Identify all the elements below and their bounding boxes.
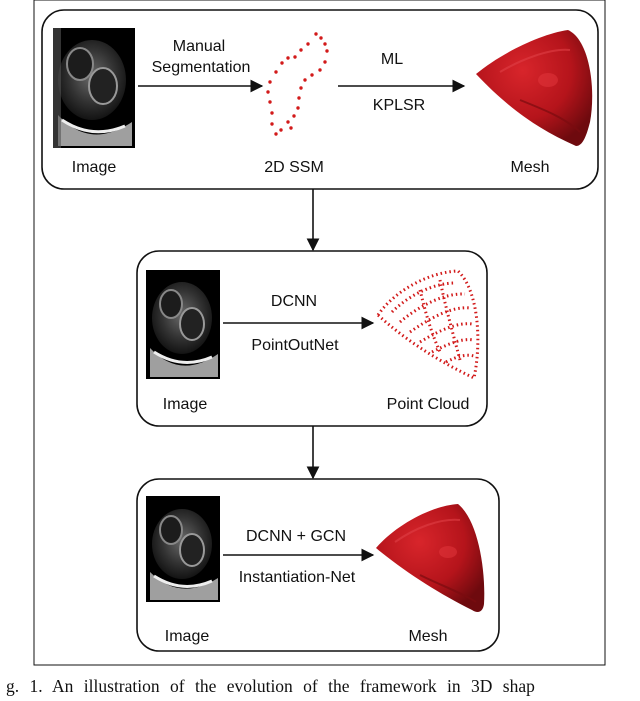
stage2-box [136, 250, 488, 427]
stage3-arrow-top-label: DCNN + GCN [246, 528, 346, 545]
stage1-ssm-points [266, 32, 329, 136]
stage2-image-label: Image [163, 396, 208, 413]
stage3-box [136, 478, 500, 652]
stage2-arrow-bottom-label: PointOutNet [251, 337, 339, 354]
stage2-mri-image [146, 270, 220, 379]
stage1-ssm-label: 2D SSM [264, 159, 324, 176]
stage3-mesh [376, 504, 485, 612]
stage1-arrow1-bottom-label: Segmentation [152, 59, 251, 76]
stage3-output-label: Mesh [408, 628, 447, 645]
stage1-mesh [476, 30, 593, 146]
outer-frame [33, 0, 606, 666]
stage1-image-label: Image [72, 159, 117, 176]
stage1-arrow2-top-label: ML [381, 51, 403, 68]
stage1-arrow1-top-label: Manual [173, 38, 225, 55]
stage1-arrow2-bottom-label: KPLSR [373, 97, 425, 114]
stage3-mri-image [146, 496, 220, 602]
stage2-point-cloud [376, 269, 480, 381]
stage3-image-label: Image [165, 628, 210, 645]
stage2-arrow-top-label: DCNN [271, 293, 317, 310]
stage1-mesh-label: Mesh [510, 159, 549, 176]
stage1-box [41, 9, 599, 190]
stage2-output-label: Point Cloud [387, 396, 470, 413]
figure-caption: g. 1. An illustration of the evolution o… [6, 676, 535, 696]
stage1-mri-image [53, 28, 135, 148]
stage3-arrow-bottom-label: Instantiation-Net [239, 569, 356, 586]
